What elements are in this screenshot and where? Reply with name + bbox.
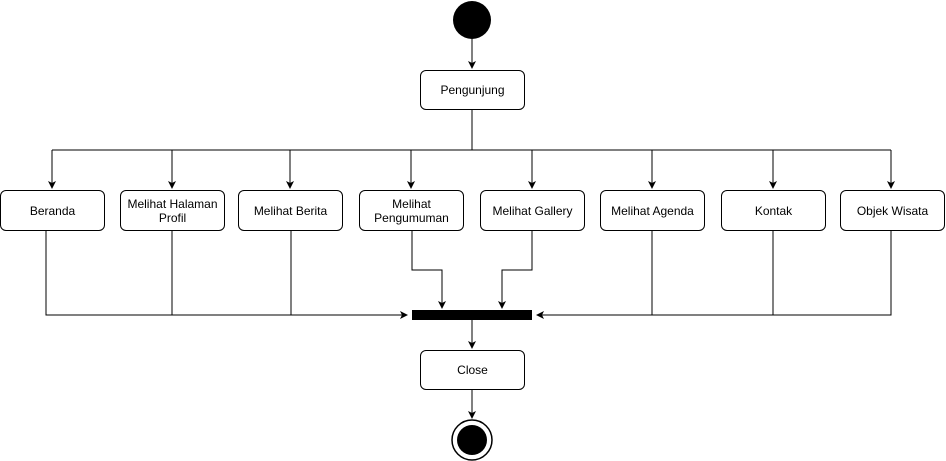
node-melihat-gallery: Melihat Gallery: [480, 190, 585, 231]
node-close: Close: [420, 350, 525, 390]
node-beranda: Beranda: [0, 190, 105, 231]
edge-objek-to-join: [536, 231, 892, 319]
end-node-inner: [457, 425, 487, 455]
node-melihat-halaman-profil-label: Melihat Halaman Profil: [127, 196, 218, 225]
edge-gallery-to-join: [498, 231, 533, 309]
edge-beranda-to-join: [45, 231, 408, 319]
edge-pengumuman-to-join: [411, 231, 446, 309]
node-beranda-label: Beranda: [29, 203, 76, 218]
start-node: [453, 1, 491, 39]
node-kontak-label: Kontak: [754, 203, 793, 218]
node-pengunjung-label: Pengunjung: [440, 83, 505, 97]
node-melihat-berita: Melihat Berita: [238, 190, 343, 231]
node-objek-wisata: Objek Wisata: [840, 190, 945, 231]
node-objek-wisata-label: Objek Wisata: [856, 203, 929, 218]
node-melihat-pengumuman: Melihat Pengumuman: [359, 190, 464, 231]
join-bar: [412, 310, 532, 320]
node-melihat-halaman-profil: Melihat Halaman Profil: [120, 190, 225, 231]
node-melihat-gallery-label: Melihat Gallery: [492, 203, 573, 218]
node-melihat-agenda: Melihat Agenda: [600, 190, 705, 231]
node-melihat-agenda-label: Melihat Agenda: [611, 203, 694, 218]
node-close-label: Close: [457, 363, 488, 377]
node-pengunjung: Pengunjung: [420, 70, 525, 110]
node-kontak: Kontak: [721, 190, 826, 231]
node-melihat-berita-label: Melihat Berita: [253, 203, 328, 218]
node-melihat-pengumuman-label: Melihat Pengumuman: [374, 196, 449, 225]
